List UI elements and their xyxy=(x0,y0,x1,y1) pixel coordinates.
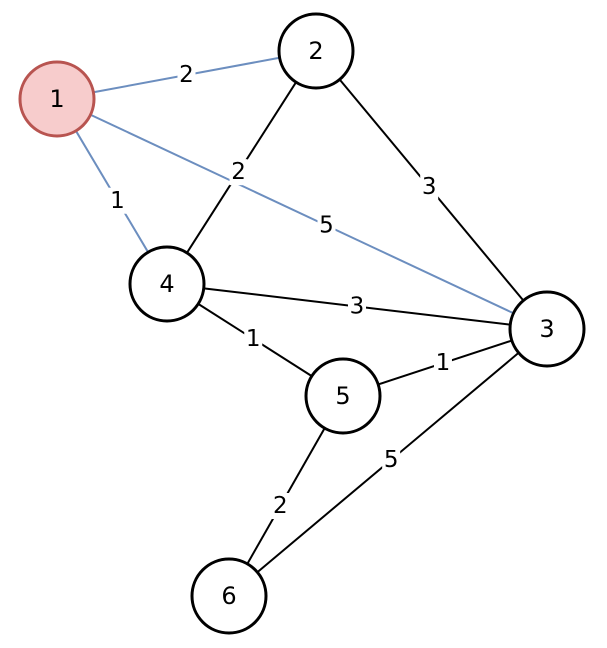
edge-weight-4-5: 1 xyxy=(246,326,261,352)
node-circle xyxy=(190,557,268,635)
node-label: 3 xyxy=(539,315,554,343)
edge-weight-2-3: 3 xyxy=(422,174,437,200)
edge-weight-5-3: 1 xyxy=(436,350,451,376)
edge-weight-1-2: 2 xyxy=(179,62,194,88)
edge-weight-6-3: 5 xyxy=(384,447,399,473)
edge-weight-1-4: 1 xyxy=(110,188,125,214)
edge-label-background xyxy=(348,293,366,320)
edge-label-background xyxy=(420,174,439,201)
node-3: 3 xyxy=(508,290,586,368)
edge-weight-4-3: 3 xyxy=(350,294,365,320)
edge-label-background xyxy=(317,212,336,239)
edge-label-background xyxy=(229,159,248,186)
edge-label-background xyxy=(108,187,127,214)
node-1: 1 xyxy=(18,60,96,138)
node-circle xyxy=(508,290,586,368)
edge-label-background xyxy=(244,325,263,352)
node-2: 2 xyxy=(277,12,355,90)
edge-weight-2-4: 2 xyxy=(231,159,246,185)
node-circle xyxy=(304,357,382,435)
edge-label-background xyxy=(433,350,452,377)
edges-layer xyxy=(75,56,525,573)
edge-label-background xyxy=(382,446,401,473)
edge-labels-layer: 2 1 5 2 3 3 1 1 2 5 xyxy=(108,62,452,519)
edge-weight-1-3: 5 xyxy=(319,213,334,239)
node-4: 4 xyxy=(128,245,206,323)
node-circle xyxy=(277,12,355,90)
node-label: 4 xyxy=(159,270,174,298)
nodes-layer: 1 2 3 4 5 6 xyxy=(18,12,586,635)
edge-label-background xyxy=(177,62,196,88)
node-label: 5 xyxy=(335,382,350,410)
node-label: 6 xyxy=(221,582,236,610)
node-circle xyxy=(18,60,96,138)
edge-1-3 xyxy=(90,113,514,315)
edge-weight-5-6: 2 xyxy=(273,493,288,519)
edge-label-background xyxy=(271,493,290,519)
node-label: 1 xyxy=(49,85,64,113)
node-6: 6 xyxy=(190,557,268,635)
node-circle xyxy=(128,245,206,323)
node-5: 5 xyxy=(304,357,382,435)
node-label: 2 xyxy=(308,37,323,65)
